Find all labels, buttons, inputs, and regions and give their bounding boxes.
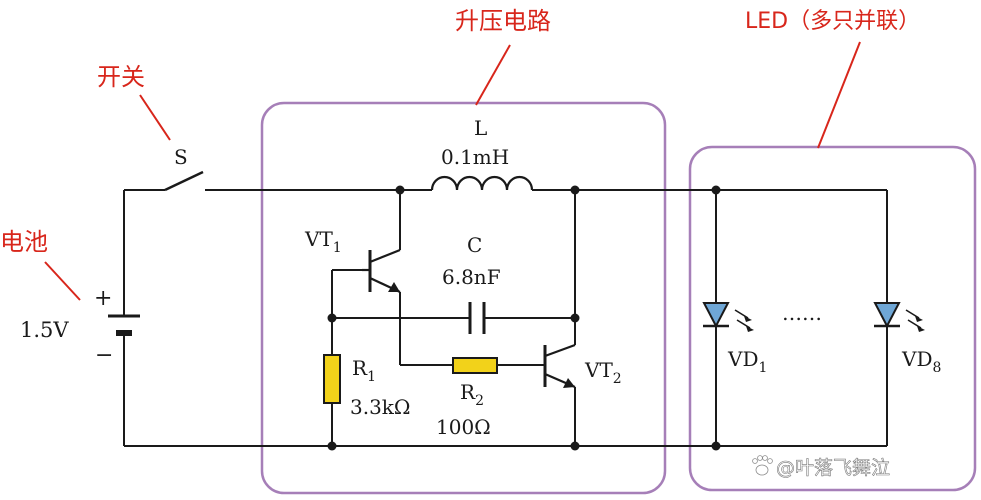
boost-circuit-title: 升压电路 — [455, 7, 551, 35]
led-group-title: LED（多只并联） — [745, 9, 920, 34]
battery-plus-sign: + — [94, 286, 112, 311]
transistor-vt1-symbol — [362, 248, 401, 293]
inductor-symbol — [430, 175, 534, 191]
resistor-r1-value: 3.3kΩ — [350, 395, 411, 419]
led-vd8-symbol — [873, 302, 925, 332]
resistor-r1-label: R1 — [352, 356, 376, 385]
junction-dots — [327, 185, 721, 451]
inductor-value-label: 0.1mH — [441, 145, 509, 169]
resistor-r2-value: 100Ω — [436, 415, 491, 439]
resistor-r2-symbol — [452, 357, 498, 374]
capacitor-symbol — [468, 302, 486, 334]
battery-symbol — [108, 314, 140, 336]
transistor-vt2-symbol — [543, 343, 576, 389]
resistor-r2-label: R2 — [460, 380, 484, 409]
led-group-box — [688, 145, 977, 492]
paw-icon — [752, 455, 773, 476]
inductor-name-label: L — [474, 116, 487, 140]
callout-lines — [44, 41, 861, 301]
boost-circuit-box — [260, 101, 667, 495]
transistor-vt2-label: VT2 — [584, 358, 622, 387]
battery-title: 电池 — [0, 228, 48, 256]
battery-minus-sign: − — [95, 343, 113, 368]
resistor-r1-symbol — [323, 354, 341, 404]
led-ellipsis: …… — [782, 301, 822, 325]
wires — [123, 189, 888, 447]
transistor-vt1-label: VT1 — [304, 227, 342, 256]
led-vd1-symbol — [702, 302, 754, 332]
capacitor-value-label: 6.8nF — [442, 265, 501, 289]
switch-title: 开关 — [97, 63, 145, 91]
switch-symbol — [164, 170, 204, 192]
led-vd8-label: VD8 — [901, 347, 941, 376]
watermark-text: @叶落飞舞泣 — [776, 457, 890, 479]
capacitor-name-label: C — [467, 233, 482, 257]
switch-label: S — [174, 145, 188, 169]
battery-voltage-label: 1.5V — [20, 318, 69, 342]
led-vd1-label: VD1 — [727, 347, 767, 376]
